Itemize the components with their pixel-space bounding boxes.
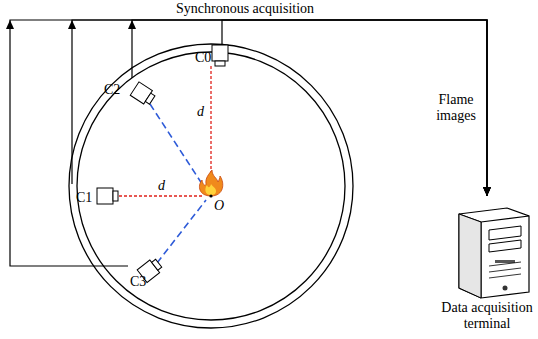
camera-node: C0	[194, 44, 230, 68]
terminal-caption: Data acquisition terminal	[437, 300, 537, 332]
camera-label: C1	[76, 190, 92, 206]
distance-label: d	[197, 104, 204, 120]
signal-wire	[72, 20, 487, 196]
signal-wire	[10, 20, 487, 266]
signal-wire	[132, 20, 487, 196]
camera-node: C2	[102, 78, 154, 106]
distance-label: d	[158, 178, 165, 194]
bus-label: Synchronous acquisition	[176, 1, 314, 17]
camera-label: C3	[130, 274, 146, 290]
center-label: O	[214, 198, 224, 214]
computer-icon	[437, 200, 537, 300]
signal-label: Flame images	[430, 92, 482, 124]
camera-node: C3	[128, 258, 164, 290]
terminal-node: Data acquisition terminal	[437, 196, 537, 336]
camera-label: C2	[104, 82, 120, 98]
signal-wire	[222, 20, 487, 196]
camera-label: C0	[195, 50, 211, 66]
camera-node: C1	[68, 184, 118, 210]
